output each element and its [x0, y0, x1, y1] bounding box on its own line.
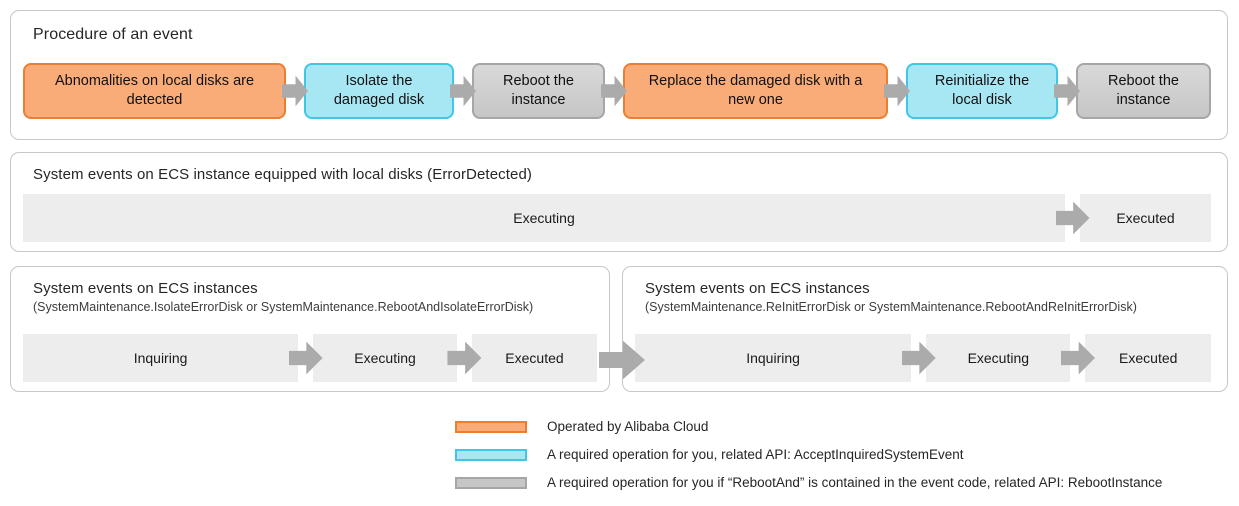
- step-replace-damaged-disk: Replace the damaged disk with a new one: [623, 63, 888, 119]
- stage-executing: Executing: [926, 334, 1071, 382]
- legend-item-user-operation: A required operation for you, related AP…: [455, 447, 1162, 462]
- legend-label: Operated by Alibaba Cloud: [547, 419, 709, 434]
- isolate-events-subtitle: (SystemMaintenance.IsolateErrorDisk or S…: [33, 300, 534, 314]
- error-detected-panel: System events on ECS instance equipped w…: [10, 152, 1228, 252]
- stage-executing: Executing: [313, 334, 457, 382]
- step-abnormalities-detected: Abnomalities on local disks are detected: [23, 63, 286, 119]
- stage-inquiring: Inquiring: [635, 334, 912, 382]
- error-detected-stage-row: Executing Executed: [23, 194, 1211, 242]
- isolate-stage-row: Inquiring Executing Executed: [23, 334, 597, 382]
- isolate-events-panel: System events on ECS instances (SystemMa…: [10, 266, 610, 392]
- step-reboot-instance-1: Reboot the instance: [472, 63, 605, 119]
- procedure-panel: Procedure of an event Abnomalities on lo…: [10, 10, 1228, 140]
- stage-executed: Executed: [471, 334, 597, 382]
- stage-gap: [901, 334, 936, 382]
- stage-executing: Executing: [23, 194, 1065, 242]
- alibaba-color-swatch: [455, 420, 527, 433]
- stage-gap: [447, 334, 482, 382]
- legend-item-alibaba: Operated by Alibaba Cloud: [455, 419, 1162, 434]
- legend-item-conditional-operation: A required operation for you if “RebootA…: [455, 475, 1162, 490]
- stage-inquiring: Inquiring: [23, 334, 299, 382]
- reinit-events-subtitle: (SystemMaintenance.ReInitErrorDisk or Sy…: [645, 300, 1137, 314]
- procedure-panel-title: Procedure of an event: [33, 26, 193, 43]
- step-isolate-damaged-disk: Isolate the damaged disk: [304, 63, 454, 119]
- legend: Operated by Alibaba Cloud A required ope…: [455, 419, 1162, 503]
- stage-executed: Executed: [1080, 194, 1211, 242]
- reinit-events-title: System events on ECS instances: [645, 280, 870, 297]
- step-reboot-instance-2: Reboot the instance: [1076, 63, 1211, 119]
- user-operation-color-swatch: [455, 448, 527, 461]
- legend-label: A required operation for you, related AP…: [547, 447, 964, 462]
- stage-gap: [288, 334, 323, 382]
- stage-gap: [1055, 194, 1090, 242]
- legend-label: A required operation for you if “RebootA…: [547, 475, 1163, 490]
- reinit-stage-row: Inquiring Executing Executed: [635, 334, 1211, 382]
- stage-gap: [1060, 334, 1095, 382]
- error-detected-title: System events on ECS instance equipped w…: [33, 166, 532, 183]
- conditional-operation-color-swatch: [455, 476, 527, 489]
- step-reinitialize-local-disk: Reinitialize the local disk: [906, 63, 1058, 119]
- isolate-events-title: System events on ECS instances: [33, 280, 258, 297]
- stage-executed: Executed: [1085, 334, 1211, 382]
- reinit-events-panel: System events on ECS instances (SystemMa…: [622, 266, 1228, 392]
- procedure-flow: Abnomalities on local disks are detected…: [23, 63, 1215, 119]
